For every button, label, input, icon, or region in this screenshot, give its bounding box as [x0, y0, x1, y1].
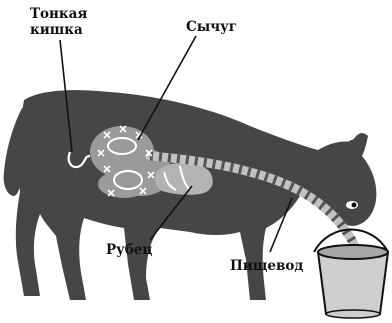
label-rumen: Рубец — [106, 242, 152, 258]
label-small-intestine-line1: Тонкая — [30, 6, 87, 22]
bucket-body — [318, 252, 388, 314]
label-small-intestine-line2: кишка — [30, 22, 83, 38]
stomach-chamber-lower — [98, 170, 150, 198]
cow-pupil — [352, 203, 357, 208]
label-small-intestine: Тонкая кишка — [30, 6, 92, 38]
bucket-rim — [318, 245, 388, 259]
bucket-base — [326, 310, 380, 318]
label-abomasum: Сычуг — [186, 19, 237, 35]
label-esophagus: Пищевод — [230, 258, 303, 274]
